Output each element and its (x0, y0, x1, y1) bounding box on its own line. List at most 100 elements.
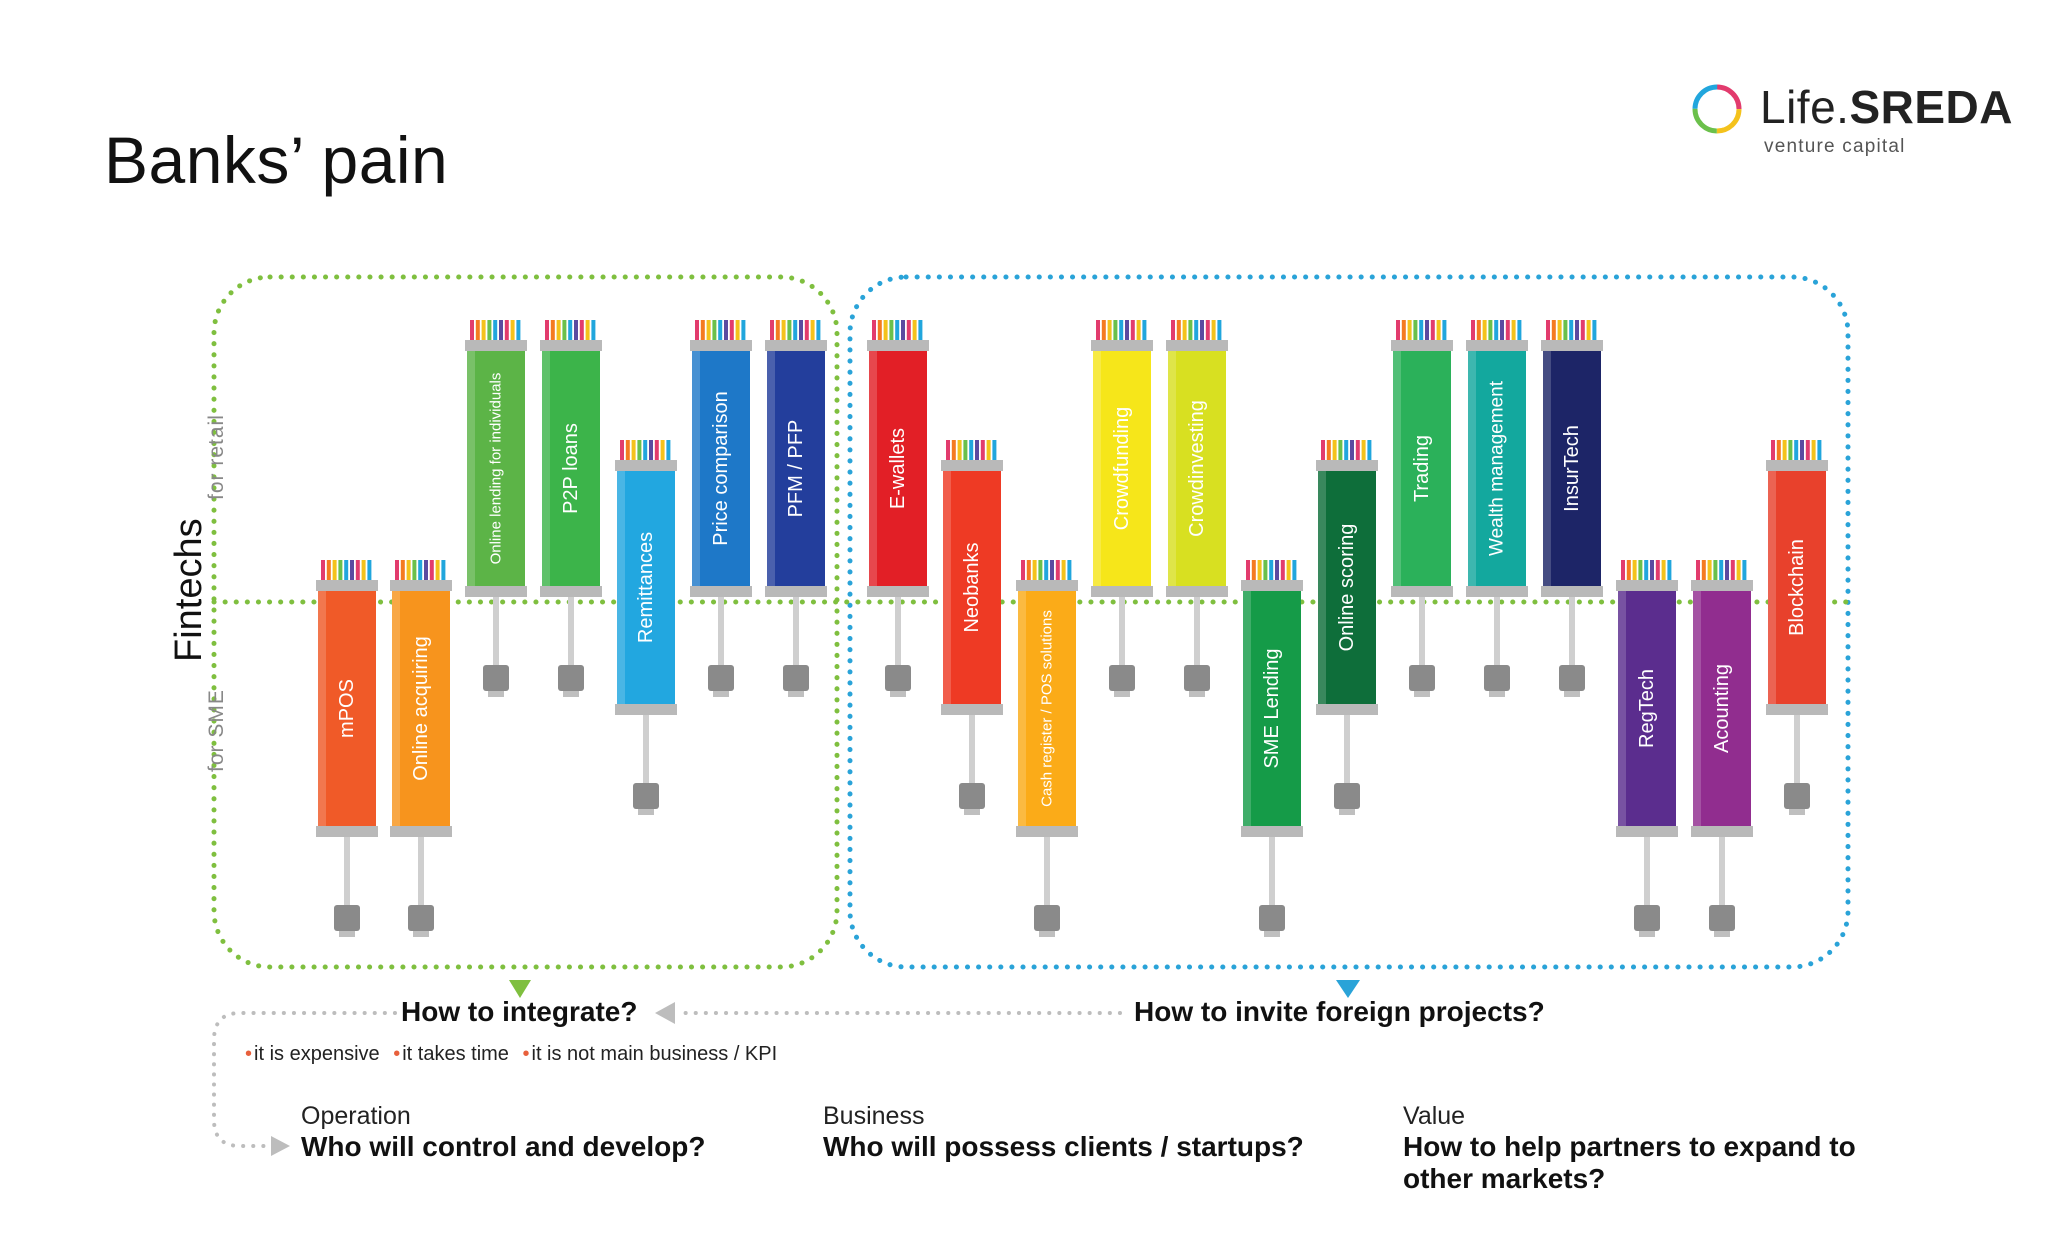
syringe-body (1093, 351, 1151, 586)
syringe-body-highlight (1693, 591, 1701, 826)
syringe-body (1318, 471, 1376, 704)
foreign-group-border (847, 274, 1851, 970)
cap-stripe (729, 320, 734, 342)
cap-stripe (1217, 320, 1222, 342)
logo-wordmark-light: Life. (1760, 81, 1850, 133)
syringe-plug (1559, 665, 1585, 691)
cap-stripe (643, 440, 648, 462)
cap-stripe (1638, 560, 1643, 582)
cap-stripe (344, 560, 349, 582)
cap-stripe (1580, 320, 1585, 342)
cap-stripe (1125, 320, 1129, 342)
cap-stripe (1407, 320, 1412, 342)
cap-stripe (1419, 320, 1424, 342)
syringe-body (692, 351, 750, 586)
issue-item: •it is not main business / KPI (522, 1043, 777, 1065)
cap-stripe (620, 440, 624, 462)
syringe-label: RegTech (1636, 669, 1658, 748)
syringe-body (617, 471, 675, 704)
cap-stripe (810, 320, 815, 342)
cap-stripe (1061, 560, 1066, 582)
axis-label-fintechs: Fintechs (168, 518, 210, 662)
syringe-cap-stripes (946, 440, 997, 462)
syringe-rod (718, 597, 724, 665)
cap-stripe (712, 320, 717, 342)
cap-stripe (1650, 560, 1654, 582)
syringe-rod (1119, 597, 1125, 665)
syringe-plug (1184, 665, 1210, 691)
cap-stripe (585, 320, 590, 342)
syringe-bottom-flange (615, 704, 677, 715)
cap-stripe (1292, 560, 1297, 582)
cap-stripe (706, 320, 711, 342)
syringe-label: Remittances (635, 532, 657, 643)
syringe-rod (969, 715, 975, 783)
cap-stripe (574, 320, 578, 342)
syringe-cap-stripes (770, 320, 821, 342)
operation-category: Operation (301, 1102, 411, 1130)
cap-stripe (1725, 560, 1729, 582)
syringe-label: PFM / PFP (785, 420, 807, 518)
cap-stripe (1182, 320, 1187, 342)
syringe-body (1468, 351, 1526, 586)
cap-stripe (321, 560, 325, 582)
syringe-body-highlight (1168, 351, 1176, 586)
syringe: Price comparison (690, 320, 752, 697)
right-arrow-icon (271, 1136, 290, 1156)
cap-stripe (1275, 560, 1279, 582)
cap-stripe (1742, 560, 1747, 582)
business-block: Business Who will possess clients / star… (823, 1102, 1343, 1163)
syringe-plug (708, 665, 734, 691)
syringe-plug (1409, 665, 1435, 691)
syringe-label: Price comparison (710, 391, 732, 546)
syringe-rod (643, 715, 649, 783)
syringe-bottom-flange (1466, 586, 1528, 597)
syringe-top-flange (1541, 340, 1603, 351)
syringe-plug-tip (788, 691, 804, 697)
syringe-body-highlight (617, 471, 625, 704)
syringe-plug-tip (713, 691, 729, 697)
question-integrate: How to integrate? (401, 996, 638, 1027)
syringe-plug-tip (563, 691, 579, 697)
syringe: InsurTech (1541, 320, 1603, 697)
cap-stripe (1800, 440, 1804, 462)
cap-stripe (1355, 440, 1360, 462)
syringe-bottom-flange (316, 826, 378, 837)
syringe-plug (1709, 905, 1735, 931)
syringe-label: Neobanks (961, 542, 983, 632)
cap-stripe (1730, 560, 1735, 582)
cap-stripe (895, 320, 900, 342)
syringe-cap-stripes (695, 320, 746, 342)
syringe-cap-stripes (1246, 560, 1297, 582)
syringe: Online acquiring (390, 560, 452, 937)
cap-stripe (1171, 320, 1175, 342)
syringe-plug (483, 665, 509, 691)
syringe-rod (493, 597, 499, 665)
syringe-bottom-flange (1241, 826, 1303, 837)
syringe-bottom-flange (465, 586, 527, 597)
cap-stripe (1246, 560, 1250, 582)
cap-stripe (326, 560, 331, 582)
syringe-plug-tip (638, 809, 654, 815)
cap-stripe (975, 440, 979, 462)
cap-stripe (418, 560, 423, 582)
cap-stripe (1511, 320, 1516, 342)
syringe-body (1768, 471, 1826, 704)
syringe-bottom-flange (1541, 586, 1603, 597)
syringe-bottom-flange (1391, 586, 1453, 597)
syringe-rod (1644, 837, 1650, 905)
syringe-label: Trading (1411, 435, 1433, 502)
syringe-rod (1194, 597, 1200, 665)
cap-stripe (1707, 560, 1712, 582)
syringe: P2P loans (540, 320, 602, 697)
syringe-cap-stripes (1471, 320, 1522, 342)
cap-stripe (1130, 320, 1135, 342)
cap-stripe (980, 440, 985, 462)
syringe-plug-tip (1414, 691, 1430, 697)
cap-stripe (1176, 320, 1181, 342)
cap-stripe (625, 440, 630, 462)
syringe-top-flange (465, 340, 527, 351)
syringe-top-flange (1241, 580, 1303, 591)
syringe-cap-stripes (872, 320, 923, 342)
cap-stripe (470, 320, 474, 342)
